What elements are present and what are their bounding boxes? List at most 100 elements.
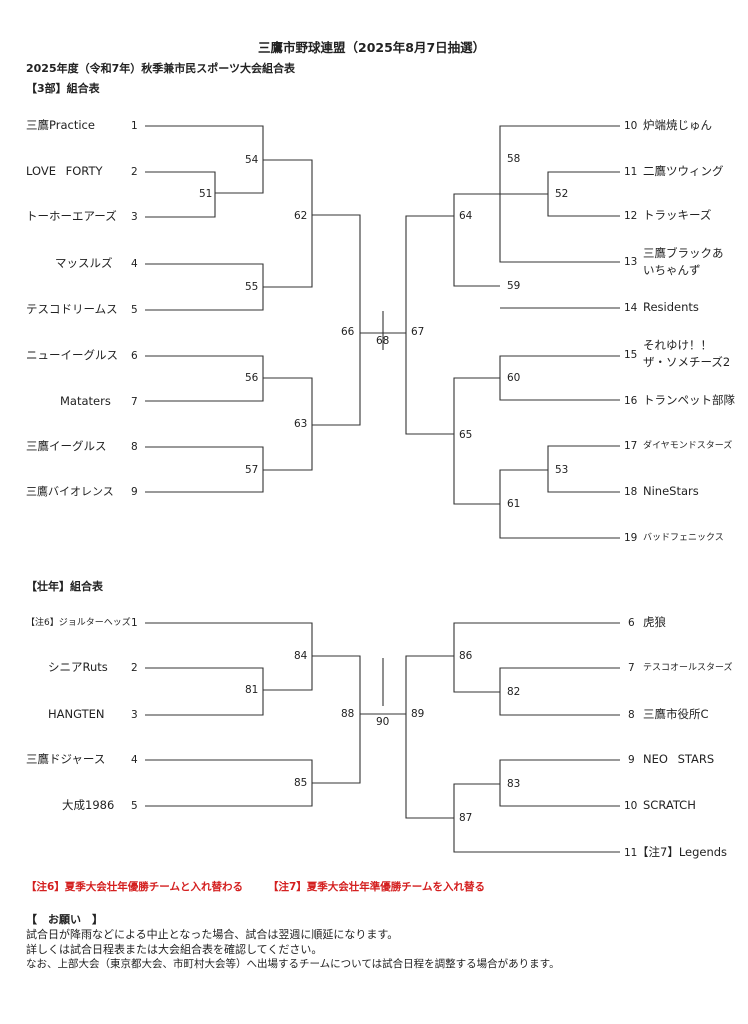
senior-seed-number: 8 <box>628 709 635 721</box>
div3-team-name: 三鷹Practice <box>26 118 95 132</box>
game-number: 65 <box>459 429 473 441</box>
div3-seed-number: 7 <box>131 396 138 408</box>
game-number: 67 <box>411 326 425 338</box>
div3-team-name: 三鷹バイオレンス <box>26 485 114 498</box>
request-heading: 【 お願い 】 <box>26 913 103 926</box>
div3-team-name: トーホーエアーズ <box>26 209 117 223</box>
div3-heading: 【3部】組合表 <box>26 82 100 95</box>
senior-heading: 【壮年】組合表 <box>26 580 103 593</box>
senior-seed-number: 10 <box>624 800 638 812</box>
div3-left-lines <box>145 125 384 493</box>
game-number: 54 <box>245 154 259 166</box>
senior-team-name: 三鷹市役所C <box>643 707 709 721</box>
senior-seed-number: 5 <box>131 800 138 812</box>
senior-seed-number: 9 <box>628 754 635 766</box>
div3-team-name: LOVE FORTY <box>26 164 103 178</box>
game-number: 83 <box>507 778 521 790</box>
game-number: 64 <box>459 210 473 222</box>
div3-team-name: 三鷹イーグルス <box>26 439 107 453</box>
senior-seed-number: 6 <box>628 617 635 629</box>
div3-team-name: 炉端焼じゅん <box>643 118 712 132</box>
senior-team-name: HANGTEN <box>48 707 105 721</box>
div3-seed-number: 18 <box>624 486 638 498</box>
request-line: なお、上部大会（東京都大会、市町村大会等）へ出場するチームについては試合日程を調… <box>26 958 560 970</box>
game-number: 62 <box>294 210 308 222</box>
game-number: 56 <box>245 372 259 384</box>
div3-team-name: テスコドリームス <box>26 302 118 316</box>
div3-seed-number: 14 <box>624 302 638 314</box>
game-number: 51 <box>199 188 213 200</box>
game-number: 81 <box>245 684 259 696</box>
div3-seed-number: 16 <box>624 395 638 407</box>
div3-seed-number: 8 <box>131 441 138 453</box>
game-number: 86 <box>459 650 473 662</box>
game-number: 55 <box>245 281 259 293</box>
div3-seed-number: 1 <box>131 120 138 132</box>
div3-seed-number: 2 <box>131 166 138 178</box>
div3-seed-number: 19 <box>624 532 638 544</box>
div3-seed-number: 10 <box>624 120 638 132</box>
game-number: 58 <box>507 153 521 165</box>
game-number: 60 <box>507 372 521 384</box>
game-number: 89 <box>411 708 425 720</box>
div3-seed-number: 6 <box>131 350 138 362</box>
div3-right-lines <box>383 125 620 539</box>
senior-seed-number: 11 <box>624 847 638 859</box>
game-number: 53 <box>555 464 569 476</box>
note-7: 【注7】夏季大会壮年準優勝チームを入れ替る <box>268 881 485 893</box>
page-title: 三鷹市野球連盟（2025年8月7日抽選） <box>258 40 486 55</box>
senior-seed-number: 3 <box>131 709 138 721</box>
game-number: 88 <box>341 708 355 720</box>
game-number: 85 <box>294 777 308 789</box>
div3-team-name: トラッキーズ <box>643 208 712 222</box>
senior-team-name: SCRATCH <box>643 798 696 812</box>
div3-team-name: NineStars <box>643 484 699 498</box>
div3-team-name: ニューイーグルス <box>26 348 118 362</box>
senior-team-name: テスコオールスターズ <box>643 663 733 673</box>
game-number: 63 <box>294 418 308 430</box>
game-number: 90 <box>376 716 390 728</box>
game-number: 66 <box>341 326 355 338</box>
game-number: 82 <box>507 686 521 698</box>
div3-team-name: トランペット部隊 <box>643 393 735 407</box>
div3-seed-number: 15 <box>624 349 638 361</box>
senior-seed-number: 7 <box>628 662 635 674</box>
div3-team-name: マッスルズ <box>55 256 113 270</box>
senior-team-name: 三鷹ドジャース <box>26 752 106 766</box>
request-line: 試合日が降雨などによる中止となった場合、試合は翌週に順延になります。 <box>26 928 399 941</box>
div3-team-name: バッドフェニックス <box>643 533 724 543</box>
game-number: 68 <box>376 335 390 347</box>
div3-team-name: それゆけ！！ <box>643 338 712 352</box>
senior-team-name: シニアRuts <box>48 660 108 674</box>
div3-seed-number: 9 <box>131 486 138 498</box>
senior-team-name: 虎狼 <box>643 615 666 629</box>
senior-team-name: 【注7】Legends <box>637 845 728 859</box>
div3-seed-number: 12 <box>624 210 638 222</box>
div3-seed-number: 17 <box>624 440 638 452</box>
senior-seed-number: 1 <box>131 617 138 629</box>
senior-seed-number: 4 <box>131 754 138 766</box>
senior-left-lines <box>145 622 384 807</box>
div3-team-name-cont: いちゃんず <box>643 263 701 277</box>
div3-team-name: 三鷹ブラックあ <box>643 246 724 260</box>
senior-team-name: NEO STARS <box>643 752 715 766</box>
game-number: 87 <box>459 812 473 824</box>
senior-seed-number: 2 <box>131 662 138 674</box>
div3-seed-number: 13 <box>624 256 638 268</box>
request-line: 詳しくは試合日程表または大会組合表を確認してください。 <box>26 943 323 956</box>
div3-seed-number: 11 <box>624 166 638 178</box>
game-number: 52 <box>555 188 569 200</box>
div3-team-name: 二鷹ツウィング <box>643 164 724 178</box>
div3-seed-number: 3 <box>131 211 138 223</box>
div3-seed-number: 4 <box>131 258 138 270</box>
game-number: 59 <box>507 280 521 292</box>
div3-team-name: Mataters <box>60 394 111 408</box>
game-number: 61 <box>507 498 521 510</box>
div3-seed-number: 5 <box>131 304 138 316</box>
senior-team-name: 大成1986 <box>62 798 115 812</box>
page-subtitle: 2025年度（令和7年）秋季兼市民スポーツ大会組合表 <box>26 62 296 75</box>
senior-team-name: 【注6】ジョルターヘッズ <box>26 618 131 628</box>
senior-right-lines <box>383 622 620 853</box>
div3-team-name-cont: ザ・ソメチーズ2 <box>643 355 731 369</box>
